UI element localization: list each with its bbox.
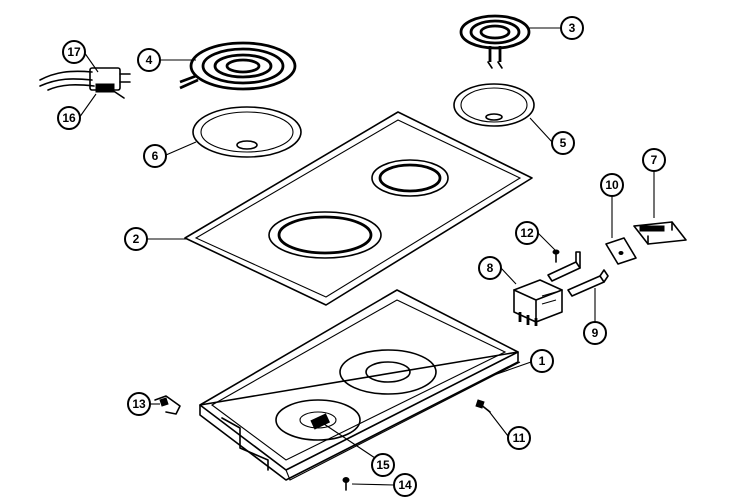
large-drip-bowl xyxy=(192,106,302,158)
terminal-block xyxy=(513,279,563,326)
rating-plate xyxy=(605,237,637,265)
receptacle-bracket xyxy=(547,251,581,282)
callout-label-5: 5 xyxy=(560,136,567,150)
callout-8: 8 xyxy=(478,256,502,280)
callout-12: 12 xyxy=(515,221,539,245)
callout-15: 15 xyxy=(371,453,395,477)
callout-2: 2 xyxy=(124,227,148,251)
callout-label-12: 12 xyxy=(520,226,534,240)
small-drip-bowl xyxy=(453,83,535,127)
callout-7: 7 xyxy=(642,148,666,172)
callout-14: 14 xyxy=(393,473,417,497)
base-screw xyxy=(475,399,491,413)
callout-label-16: 16 xyxy=(62,111,76,125)
wire-harness xyxy=(39,67,131,99)
callout-label-8: 8 xyxy=(487,261,494,275)
callout-label-4: 4 xyxy=(146,53,153,67)
callout-label-17: 17 xyxy=(67,45,81,59)
support-bracket xyxy=(567,269,609,297)
leader-lines xyxy=(78,27,655,486)
cooktop-top-panel xyxy=(184,111,533,306)
callout-label-9: 9 xyxy=(592,326,599,340)
callout-label-7: 7 xyxy=(651,153,658,167)
callout-9: 9 xyxy=(583,321,607,345)
large-surface-element xyxy=(179,41,297,91)
callout-label-10: 10 xyxy=(605,178,619,192)
callout-6: 6 xyxy=(143,144,167,168)
callout-3: 3 xyxy=(560,16,584,40)
callout-label-14: 14 xyxy=(398,478,412,492)
mounting-bracket xyxy=(633,221,687,245)
callout-5: 5 xyxy=(551,131,575,155)
callout-11: 11 xyxy=(507,426,531,450)
callout-label-2: 2 xyxy=(133,232,140,246)
callout-16: 16 xyxy=(57,106,81,130)
callout-4: 4 xyxy=(137,48,161,72)
callout-1: 1 xyxy=(530,349,554,373)
cooktop-base-pan xyxy=(199,289,521,481)
callout-label-13: 13 xyxy=(132,397,146,411)
mounting-screw xyxy=(552,249,560,263)
callout-label-15: 15 xyxy=(376,458,390,472)
callout-13: 13 xyxy=(127,392,151,416)
callout-label-1: 1 xyxy=(539,354,546,368)
callout-label-3: 3 xyxy=(569,21,576,35)
callout-label-11: 11 xyxy=(513,431,526,445)
small-surface-element xyxy=(459,14,531,69)
callout-label-6: 6 xyxy=(152,149,159,163)
callout-10: 10 xyxy=(600,173,624,197)
bottom-screw xyxy=(342,477,350,491)
pan-clip xyxy=(154,395,181,415)
callout-17: 17 xyxy=(62,40,86,64)
